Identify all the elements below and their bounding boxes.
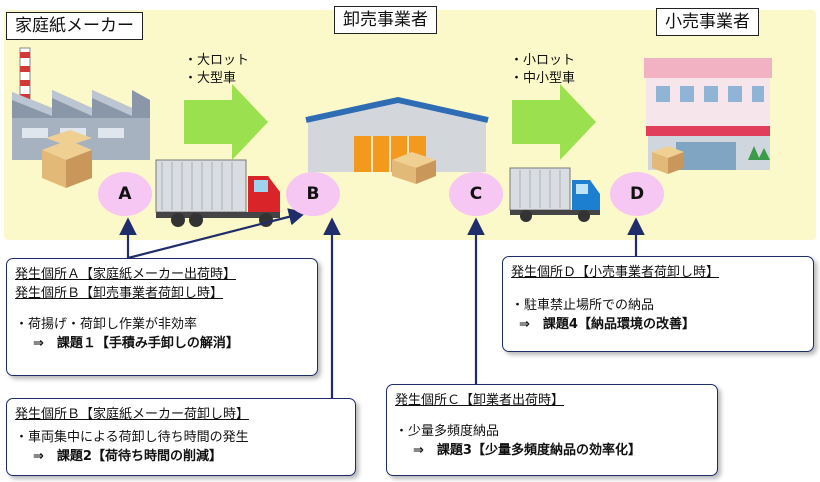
cardboard-boxes-icon [42,130,92,188]
role-wholesaler-label: 卸売事業者 [334,6,437,34]
factory-icon [12,47,150,160]
role-retailer-label: 小売事業者 [656,8,759,36]
issue-box-b2: 発生個所Ｂ【家庭紙メーカー荷卸し時】 ・車両集中による荷卸し待ち時間の発生 ⇒ … [6,398,356,476]
shipment-large-vehicle: ・大型車 [184,71,237,86]
issue-box-d: 発生個所Ｄ【小売事業者荷卸し時】 ・駐車禁止場所での納品 ⇒ 課題4【納品環境の… [502,256,814,352]
shipment-large: ・大ロット・大型車 [184,52,249,88]
flow-arrow-icon [512,84,596,160]
small-truck-icon [509,167,600,222]
shipment-small-lot: ・小ロット [510,53,576,68]
point-a: A [98,172,152,216]
large-truck-icon [155,159,280,227]
connector-lines [119,208,645,398]
issue-d-heading: 発生個所Ｄ【小売事業者荷卸し時】 [511,265,720,280]
issue-d-bullet: ・駐車禁止場所での納品 [511,298,655,313]
warehouse-icon [305,97,489,184]
issue-ab-bullet: ・荷揚げ・荷卸し作業が非効率 [15,317,198,332]
shipment-small: ・小ロット・中小型車 [510,52,575,88]
issue-ab-heading-b: 発生個所Ｂ【卸売事業者荷卸し時】 [15,286,224,301]
issue-c-bullet: ・少量多頻度納品 [395,424,500,439]
issue-c-heading: 発生個所Ｃ【卸業者出荷時】 [395,393,565,408]
shipment-large-lot: ・大ロット [184,53,250,68]
issue-d-task: ⇒ 課題4【納品環境の改善】 [519,317,695,332]
cardboard-boxes-icon [652,146,684,174]
issue-c-task: ⇒ 課題3【少量多頻度納品の効率化】 [413,443,641,458]
point-b: B [286,172,340,216]
shipment-small-vehicle: ・中小型車 [510,71,576,86]
issue-ab-heading-a: 発生個所Ａ【家庭紙メーカー出荷時】 [15,267,237,282]
point-d: D [610,172,664,216]
issue-box-c: 発生個所Ｃ【卸業者出荷時】 ・少量多頻度納品 ⇒ 課題3【少量多頻度納品の効率化… [386,384,718,476]
flow-arrow-icon [184,84,268,160]
issue-b2-heading: 発生個所Ｂ【家庭紙メーカー荷卸し時】 [15,407,250,422]
issue-box-ab: 発生個所Ａ【家庭紙メーカー出荷時】 発生個所Ｂ【卸売事業者荷卸し時】 ・荷揚げ・… [6,258,318,376]
role-maker-label: 家庭紙メーカー [6,12,143,40]
issue-ab-task: ⇒ 課題１【手積み手卸しの解消】 [33,336,239,351]
issue-b2-bullet: ・車両集中による荷卸し待ち時間の発生 [15,430,249,445]
point-c: C [449,172,503,216]
issue-b2-task: ⇒ 課題2【荷待ち時間の削減】 [33,449,222,464]
